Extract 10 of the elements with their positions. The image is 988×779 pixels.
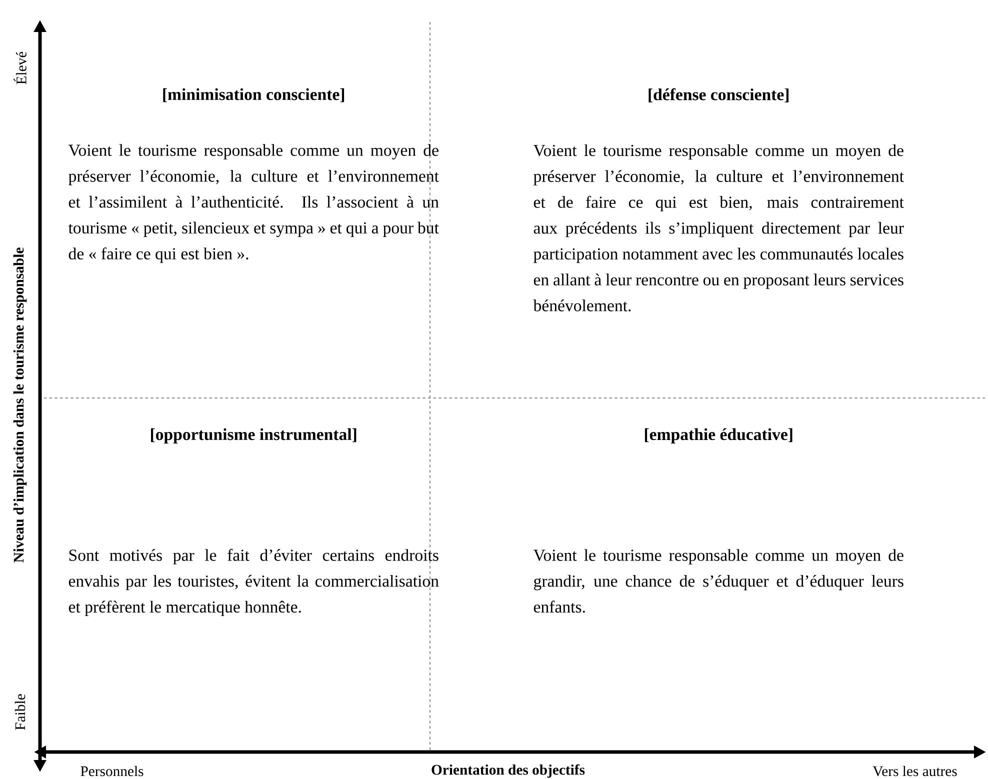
axis-end-label: Faible	[14, 694, 26, 730]
quadrant-text: [opportunisme instrumental] Sont motivés par le fait d’éviter certains endroits envahis par les touristes, évitent la commercialisation et préfèrent le mercatique honnête.	[68, 428, 439, 616]
quadrant-text: [empathie éducative] Voient le tourisme responsable comme un moyen de grandir, une chance de s’éduquer et d’éduquer leurs enfants.	[533, 428, 904, 613]
axis-title: Orientation des objectifs	[432, 764, 585, 778]
quadrant-text: [minimisation consciente] Voient le tourisme responsable comme un moyen de préserver l’économie, la culture et l’environnement et l’assimilent à l’authenticité. Ils l’associent à un tourisme « petit, silencieux et sympa » et qui a pour but de « faire ce qui est bien ».	[68, 88, 439, 263]
axis-end-label: Personnels	[80, 766, 144, 776]
axis-end-label: Vers les autres	[872, 766, 957, 776]
quadrant-text: [défense consciente] Voient le tourisme responsable comme un moyen de préserver l’économie, la culture et l’environnement et de faire ce qui est bien, mais contrairement aux précédents ils s’impliquent directement par leur participation notamment avec les communautés locales en allant à leur rencontre ou en proposant leurs services bénévolement.	[533, 88, 904, 312]
axis-end-label: Élevé	[14, 52, 26, 84]
axis-title: Niveau d’implication dans le tourisme responsable	[13, 248, 27, 562]
